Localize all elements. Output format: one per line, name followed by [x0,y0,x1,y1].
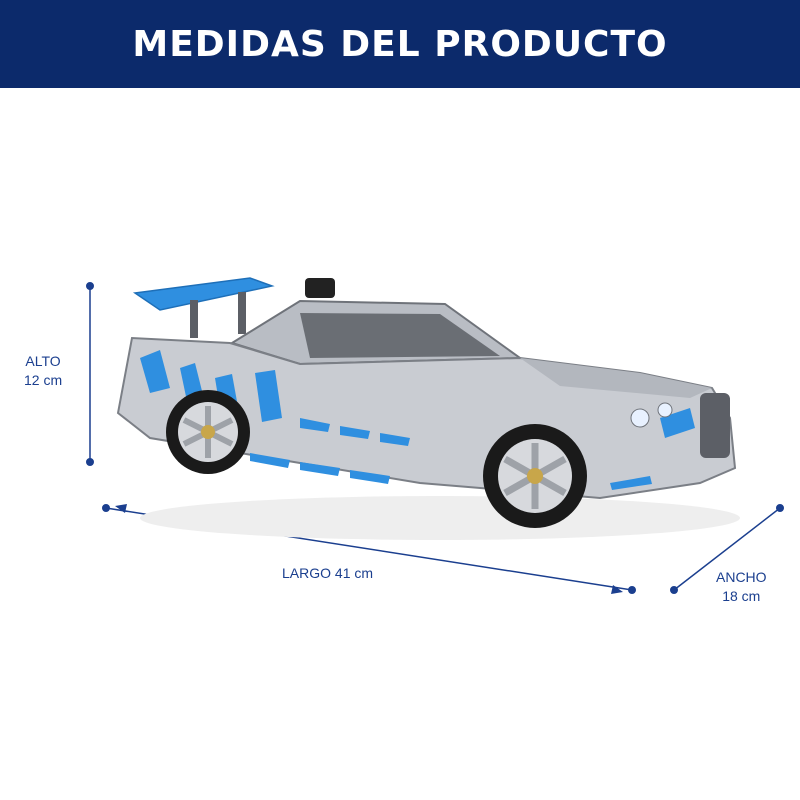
height-name: ALTO [25,353,61,369]
dimension-diagram [86,277,784,594]
product-stage: ALTO 12 cm LARGO 41 cm ANCHO 18 cm [0,88,800,800]
length-name: LARGO 41 cm [282,565,374,581]
width-name: ANCHO [716,569,767,585]
header-banner: MEDIDAS DEL PRODUCTO [0,0,800,88]
width-value: 18 cm [722,588,761,604]
car-model-image [116,277,740,540]
length-label: LARGO 41 cm [282,564,373,583]
page-title: MEDIDAS DEL PRODUCTO [132,23,668,65]
height-label: ALTO 12 cm [24,352,62,390]
height-value: 12 cm [24,372,63,388]
width-dimension-line [670,504,784,594]
height-dimension-line [86,282,94,466]
width-label: ANCHO 18 cm [716,568,767,606]
